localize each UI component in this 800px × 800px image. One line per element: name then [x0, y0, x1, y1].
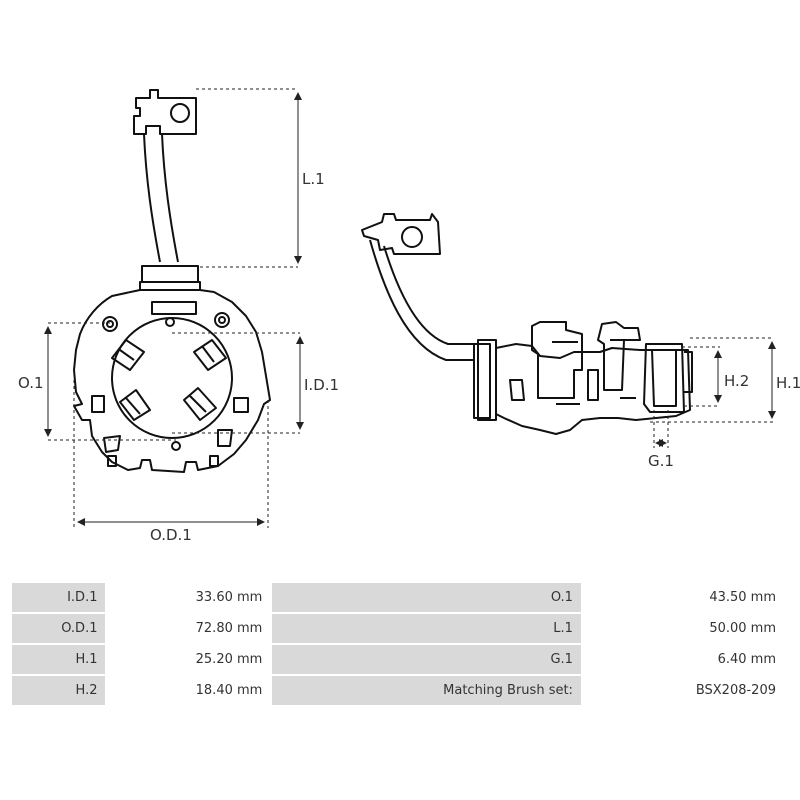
side-view [361, 213, 693, 435]
spec-label: H.1 [12, 645, 106, 674]
brush-plate-outline [73, 289, 271, 473]
l1-label: L.1 [302, 170, 325, 188]
id1-label: I.D.1 [304, 376, 339, 394]
mount-hole-2 [214, 312, 230, 328]
brush-holder-bottom-left [119, 389, 151, 421]
brush-holder-top-left [111, 339, 145, 371]
h2-label: H.2 [724, 372, 749, 390]
wire-boot-side [473, 343, 491, 419]
mount-hole-1 [102, 316, 118, 332]
spec-value: 6.40 mm [582, 645, 784, 674]
brush-holder-top-right [193, 339, 227, 371]
g1-label: G.1 [648, 452, 674, 470]
spec-label: L.1 [272, 614, 581, 643]
spec-label: O.D.1 [12, 614, 106, 643]
brush-holder-side-2 [597, 321, 641, 391]
technical-drawing: L.1 O.1 I.D.1 O.D.1 [18, 88, 800, 544]
mount-hole-3 [165, 317, 175, 327]
table-row: O.D.1 72.80 mm L.1 50.00 mm [12, 614, 784, 643]
spec-table: I.D.1 33.60 mm O.1 43.50 mm O.D.1 72.80 … [10, 581, 786, 707]
spec-label: Matching Brush set: [272, 676, 581, 705]
spec-label: H.2 [12, 676, 106, 705]
front-view [73, 89, 271, 473]
spec-value: 33.60 mm [107, 583, 271, 612]
terminal-hole-front [170, 103, 190, 123]
spec-value: 50.00 mm [582, 614, 784, 643]
brush-holder-side-1 [531, 321, 583, 399]
wire-side [369, 239, 474, 361]
side-dimensions [650, 337, 776, 448]
table-row: I.D.1 33.60 mm O.1 43.50 mm [12, 583, 784, 612]
terminal-lug-front [133, 89, 197, 135]
spec-label: O.1 [272, 583, 581, 612]
mount-hole-4 [171, 441, 181, 451]
spec-value: 43.50 mm [582, 583, 784, 612]
brush-holder-side-3 [643, 343, 685, 413]
spec-label: G.1 [272, 645, 581, 674]
spec-value: 25.20 mm [107, 645, 271, 674]
front-dimensions [44, 88, 304, 528]
inner-opening [111, 317, 233, 439]
brush-holder-bottom-right [183, 387, 217, 421]
holder-base-side [495, 343, 691, 435]
wire-boot-front [141, 265, 199, 283]
spec-label: I.D.1 [12, 583, 106, 612]
spec-value: 72.80 mm [107, 614, 271, 643]
od1-label: O.D.1 [150, 526, 192, 544]
table-row: H.2 18.40 mm Matching Brush set: BSX208-… [12, 676, 784, 705]
table-row: H.1 25.20 mm G.1 6.40 mm [12, 645, 784, 674]
terminal-lug-side [361, 213, 441, 255]
wire-front [143, 133, 161, 263]
spec-value: BSX208-209 [582, 676, 784, 705]
h1-label: H.1 [776, 374, 800, 392]
o1-label: O.1 [18, 374, 44, 392]
spec-value: 18.40 mm [107, 676, 271, 705]
terminal-hole-side [401, 226, 423, 248]
